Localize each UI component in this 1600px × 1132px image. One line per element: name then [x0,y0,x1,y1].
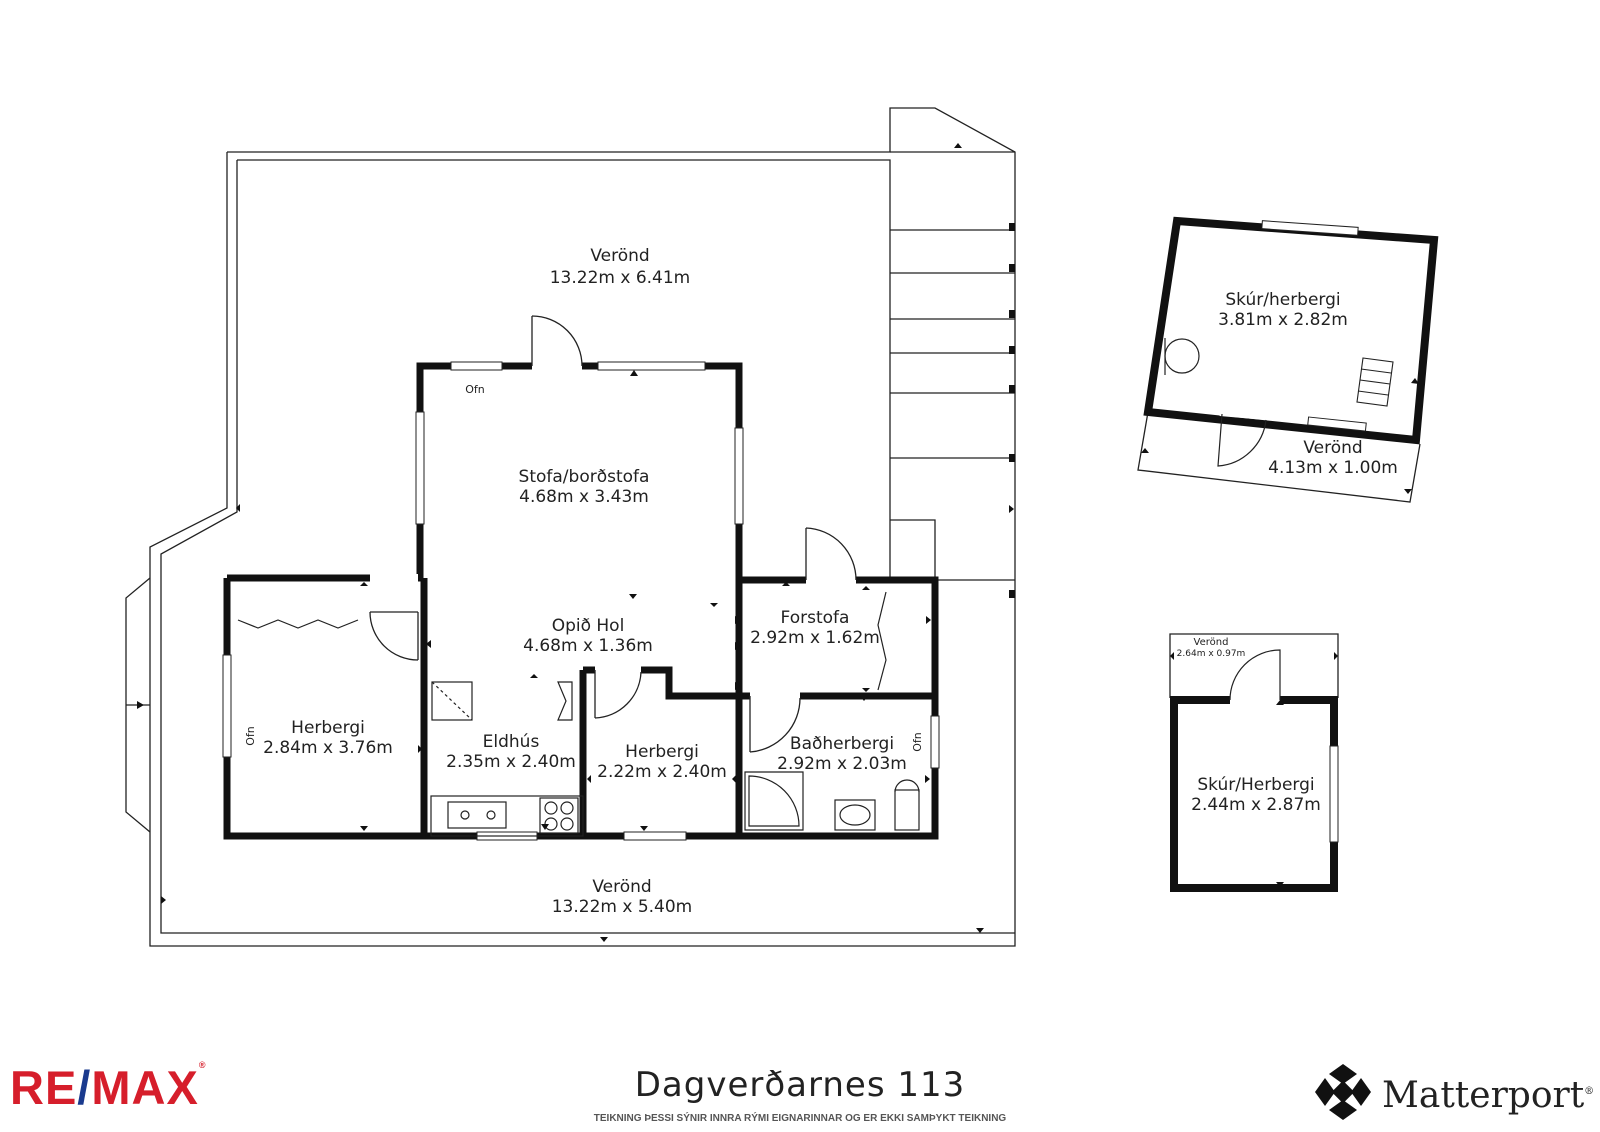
remax-logo: RE/MAX® [10,1060,206,1115]
label-skur-bottom-name: Skúr/Herbergi [1197,775,1314,795]
remax-slash: / [77,1061,92,1114]
matterport-logo-icon [1315,1064,1371,1120]
label-skur-bottom-dims: 2.44m x 2.87m [1191,795,1321,815]
label-verond-small-name: Verönd [1194,637,1229,648]
label-opid-hol-dims: 4.68m x 1.36m [523,636,653,656]
fixtures [237,591,920,837]
label-eldhus-name: Eldhús [483,732,540,752]
label-stofa-dims: 4.68m x 3.43m [519,487,649,507]
label-ofn-badherbergi: Ofn [911,732,924,752]
label-herbergi-left-dims: 2.84m x 3.76m [263,738,393,758]
label-herbergi-mid-name: Herbergi [625,742,699,762]
deck-outline [125,107,1016,947]
shed-bottom [1169,633,1339,892]
remax-reg: ® [198,1060,207,1070]
label-opid-hol-name: Opið Hol [552,616,625,636]
label-skur-top-name: Skúr/herbergi [1225,290,1340,310]
label-verond-top-dims: 13.22m x 6.41m [550,268,691,288]
interior-markers [137,370,931,831]
label-stofa-name: Stofa/borðstofa [519,467,650,487]
label-forstofa-name: Forstofa [781,608,850,628]
matterport-wordmark: Matterport® [1382,1075,1594,1116]
remax-re: RE [10,1061,78,1114]
shed-top [1137,216,1439,503]
deck-markers [161,143,1015,942]
label-badherbergi-name: Baðherbergi [790,734,894,754]
label-verond-top-name: Verönd [590,246,649,266]
remax-max: MAX [91,1061,199,1114]
matterport-reg: ® [1584,1086,1595,1097]
label-verond-bottom-dims: 13.22m x 5.40m [552,897,693,917]
label-verond-skur-name: Verönd [1303,438,1362,458]
label-verond-skur-dims: 4.13m x 1.00m [1268,458,1398,478]
label-herbergi-mid-dims: 2.22m x 2.40m [597,762,727,782]
label-ofn-stofa: Ofn [465,383,485,396]
label-eldhus-dims: 2.35m x 2.40m [446,752,576,772]
small-labels: Verönd 2.64m x 0.97m Ofn Ofn Ofn [244,383,1245,752]
matterport-name: Matterport [1382,1075,1585,1116]
label-herbergi-left-name: Herbergi [291,718,365,738]
label-badherbergi-dims: 2.92m x 2.03m [777,754,907,774]
room-labels: Verönd 13.22m x 6.41m Stofa/borðstofa 4.… [263,246,1398,917]
label-verond-small-dims: 2.64m x 0.97m [1177,649,1246,659]
label-forstofa-dims: 2.92m x 1.62m [750,628,880,648]
label-skur-top-dims: 3.81m x 2.82m [1218,310,1348,330]
disclaimer: TEIKNING ÞESSI SÝNIR INNRA RÝMI EIGNARIN… [593,1113,1007,1124]
doors [369,315,857,753]
label-ofn-herbergi: Ofn [244,726,257,746]
page-title: Dagverðarnes 113 [634,1065,966,1105]
label-verond-bottom-name: Verönd [592,877,651,897]
